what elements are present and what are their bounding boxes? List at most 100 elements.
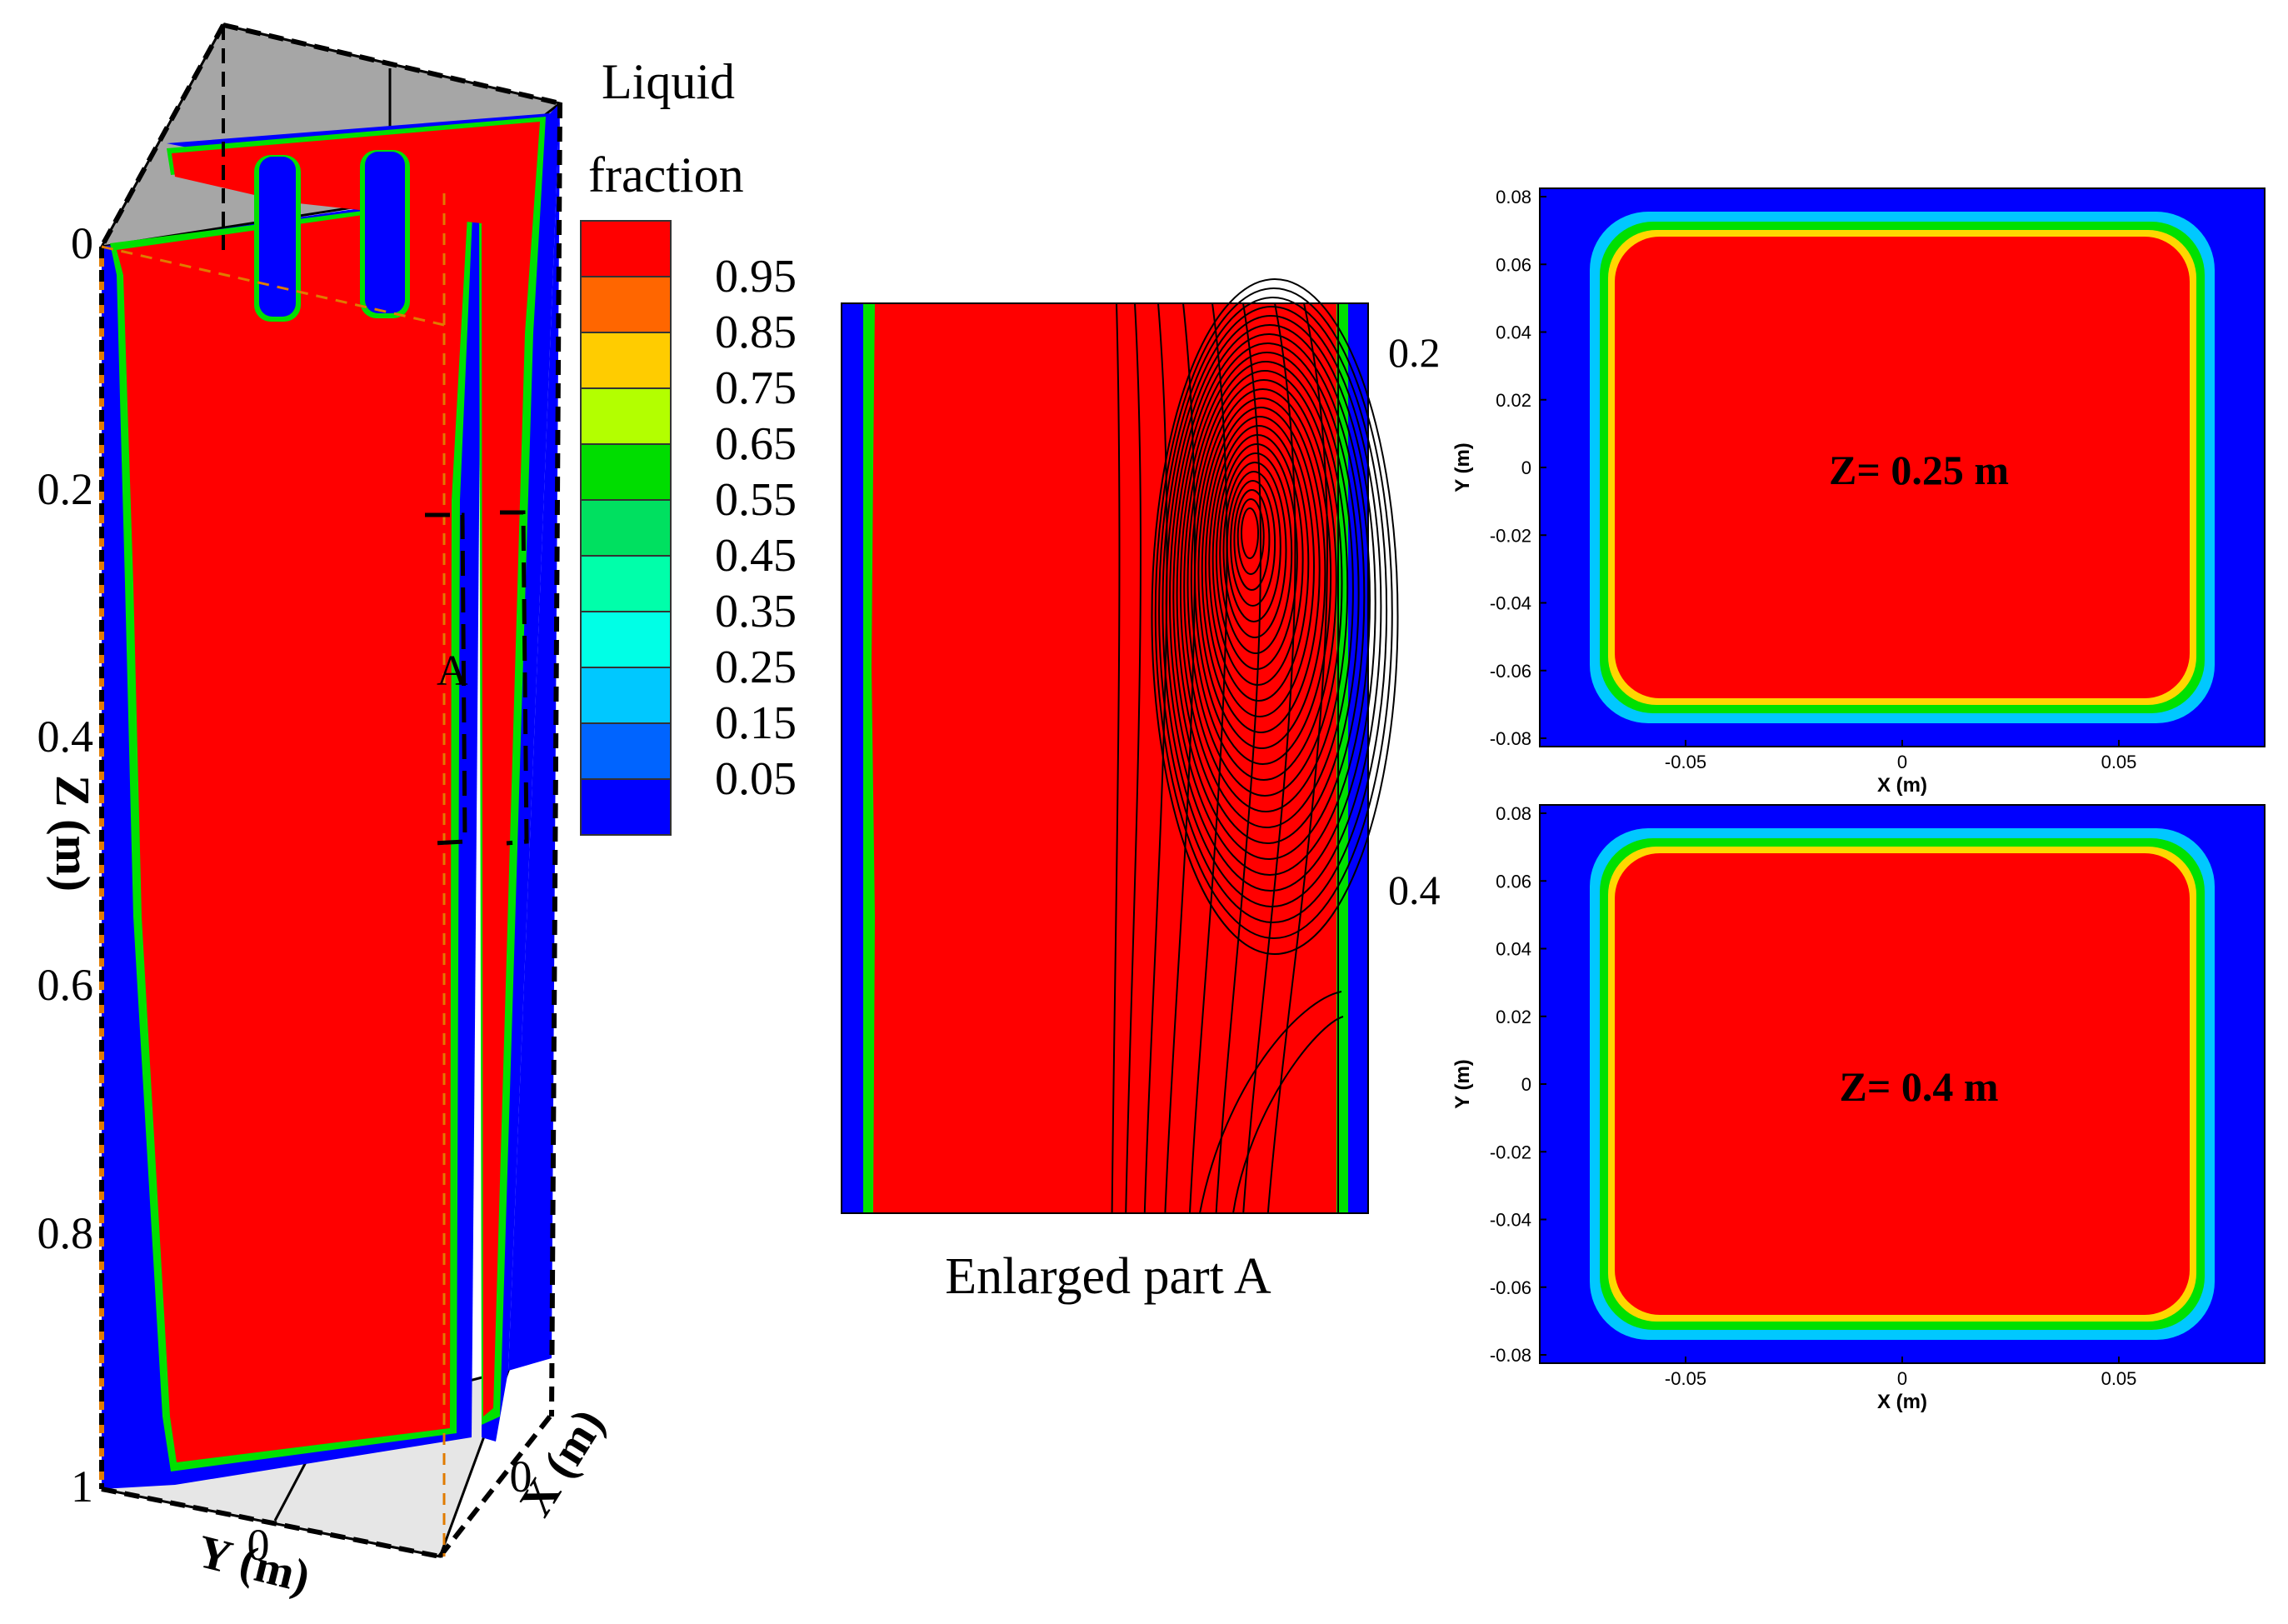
enlarged-tick: 0.4: [1388, 867, 1441, 913]
back-wall-liquid: [172, 122, 540, 1417]
legend-swatch: [580, 443, 672, 501]
cross-section-1: Z= 0.4 m0.080.060.040.020-0.02-0.04-0.06…: [1451, 803, 2266, 1413]
nozzle-pocket-left-core: [259, 157, 296, 317]
cross-sections: Z= 0.25 m0.080.060.040.020-0.02-0.04-0.0…: [1451, 187, 2266, 1413]
legend-swatch: [580, 667, 672, 724]
region-a-label: A: [437, 647, 468, 695]
enlarged-left-mush: [863, 303, 875, 1213]
flow-streamline: [1199, 991, 1342, 1214]
legend-swatch: [580, 499, 672, 557]
z-axis-label: Z (m): [46, 775, 100, 892]
section-y-tick: 0.04: [1496, 322, 1531, 343]
section-x-label: X (m): [1877, 1391, 1927, 1413]
legend-level-label: 0.35: [715, 586, 797, 637]
vortex-streamline: [1236, 498, 1265, 575]
section-y-tick: 0.06: [1496, 871, 1531, 892]
cross-section-0: Z= 0.25 m0.080.060.040.020-0.02-0.04-0.0…: [1451, 187, 2266, 797]
section-y-tick: -0.08: [1490, 1345, 1531, 1366]
section-y-label: Y (m): [1451, 442, 1474, 492]
section-y-tick: -0.04: [1490, 593, 1531, 614]
section-x-tick: -0.05: [1665, 1368, 1706, 1389]
section-x-tick: 0.05: [2101, 752, 2137, 772]
legend-title-line1: Liquid: [602, 54, 735, 109]
flow-streamline: [1125, 302, 1142, 1214]
legend-swatch: [580, 220, 672, 277]
legend-swatch: [580, 555, 672, 612]
section-x-tick: 0.05: [2101, 1368, 2137, 1389]
section-y-tick: -0.02: [1490, 1142, 1531, 1162]
vortex-streamline: [1190, 379, 1337, 781]
z-tick: 0.2: [37, 464, 94, 514]
section-annotation: Z= 0.25 m: [1829, 447, 2009, 493]
flow-streamline: [1164, 302, 1196, 1214]
section-y-tick: 0.08: [1496, 187, 1531, 207]
legend-level-label: 0.25: [715, 642, 797, 693]
z-tick: 0: [71, 218, 93, 268]
flow-streamline: [1143, 302, 1168, 1214]
enlarged-left-shell: [842, 303, 863, 1213]
vortex-streamline: [1158, 297, 1388, 923]
flow-streamline: [1232, 1016, 1344, 1214]
x-tick: 0: [510, 1452, 532, 1502]
section-x-tick: 0: [1897, 752, 1907, 772]
section-contour: [1615, 853, 2190, 1315]
section-y-tick: 0.06: [1496, 254, 1531, 275]
vortex-streamline: [1205, 416, 1315, 717]
legend-level-label: 0.85: [715, 307, 797, 358]
section-y-tick: -0.04: [1490, 1210, 1531, 1231]
vortex-streamline: [1183, 361, 1349, 812]
legend-level-label: 0.65: [715, 418, 797, 470]
section-y-tick: 0.08: [1496, 803, 1531, 824]
section-contour: [1615, 237, 2190, 698]
flow-streamline: [1189, 302, 1228, 1214]
legend-level-label: 0.55: [715, 474, 797, 526]
enlarged-caption: Enlarged part A: [945, 1248, 1271, 1305]
z-tick: 0.6: [37, 960, 94, 1010]
vortex-streamline: [1201, 407, 1321, 733]
side-wall-solid: [508, 103, 560, 1371]
box-frame: [99, 22, 562, 1559]
section-y-tick: 0: [1521, 1074, 1531, 1095]
section-y-tick: -0.06: [1490, 661, 1531, 682]
vortex-streamline: [1172, 333, 1366, 860]
legend-level-label: 0.95: [715, 251, 797, 302]
legend-level-label: 0.05: [715, 753, 797, 805]
y-tick: 0: [247, 1520, 270, 1570]
nozzle-pocket-right-core: [365, 152, 405, 313]
vortex-streamline: [1186, 370, 1343, 797]
legend-swatch: [580, 387, 672, 445]
legend-swatch: [580, 276, 672, 333]
legend-level-label: 0.45: [715, 530, 797, 582]
vortex-streamline: [1197, 397, 1326, 749]
legend-level-label: 0.15: [715, 697, 797, 749]
section-x-label: X (m): [1877, 774, 1927, 797]
enlarged-tick: 0.2: [1388, 329, 1441, 376]
legend-swatch: [580, 332, 672, 389]
section-x-tick: -0.05: [1665, 752, 1706, 772]
legend-swatches: 0.950.850.750.650.550.450.350.250.150.05: [580, 220, 797, 836]
vortex-streamline: [1154, 287, 1393, 939]
region-a-box: [425, 510, 529, 846]
vortex-streamline: [1222, 462, 1287, 638]
z-tick: 0.8: [37, 1208, 94, 1258]
y-axis-label: Y (m): [192, 1526, 315, 1603]
section-y-tick: 0: [1521, 457, 1531, 478]
vortex-streamline: [1151, 278, 1399, 955]
section-y-tick: -0.08: [1490, 728, 1531, 749]
legend-title-line2: fraction: [588, 147, 744, 202]
flow-streamline: [1242, 302, 1296, 1214]
section-y-tick: -0.02: [1490, 525, 1531, 546]
section-y-tick: 0.04: [1496, 939, 1531, 960]
enlarged-part-a: 0.2 0.4 Enlarged part A: [841, 278, 1441, 1305]
z-tick: 0.4: [37, 712, 94, 762]
legend-swatch: [580, 611, 672, 668]
flow-streamline: [1215, 302, 1261, 1214]
legend-swatch: [580, 778, 672, 836]
z-tick: 1: [71, 1462, 93, 1512]
flow-streamline: [1111, 302, 1121, 1214]
vortex-streamline: [1241, 507, 1259, 559]
vortex-streamline: [1230, 480, 1276, 607]
enlarged-border: [841, 302, 1369, 1214]
vortex-streamline: [1179, 352, 1354, 828]
section-y-label: Y (m): [1451, 1059, 1474, 1109]
